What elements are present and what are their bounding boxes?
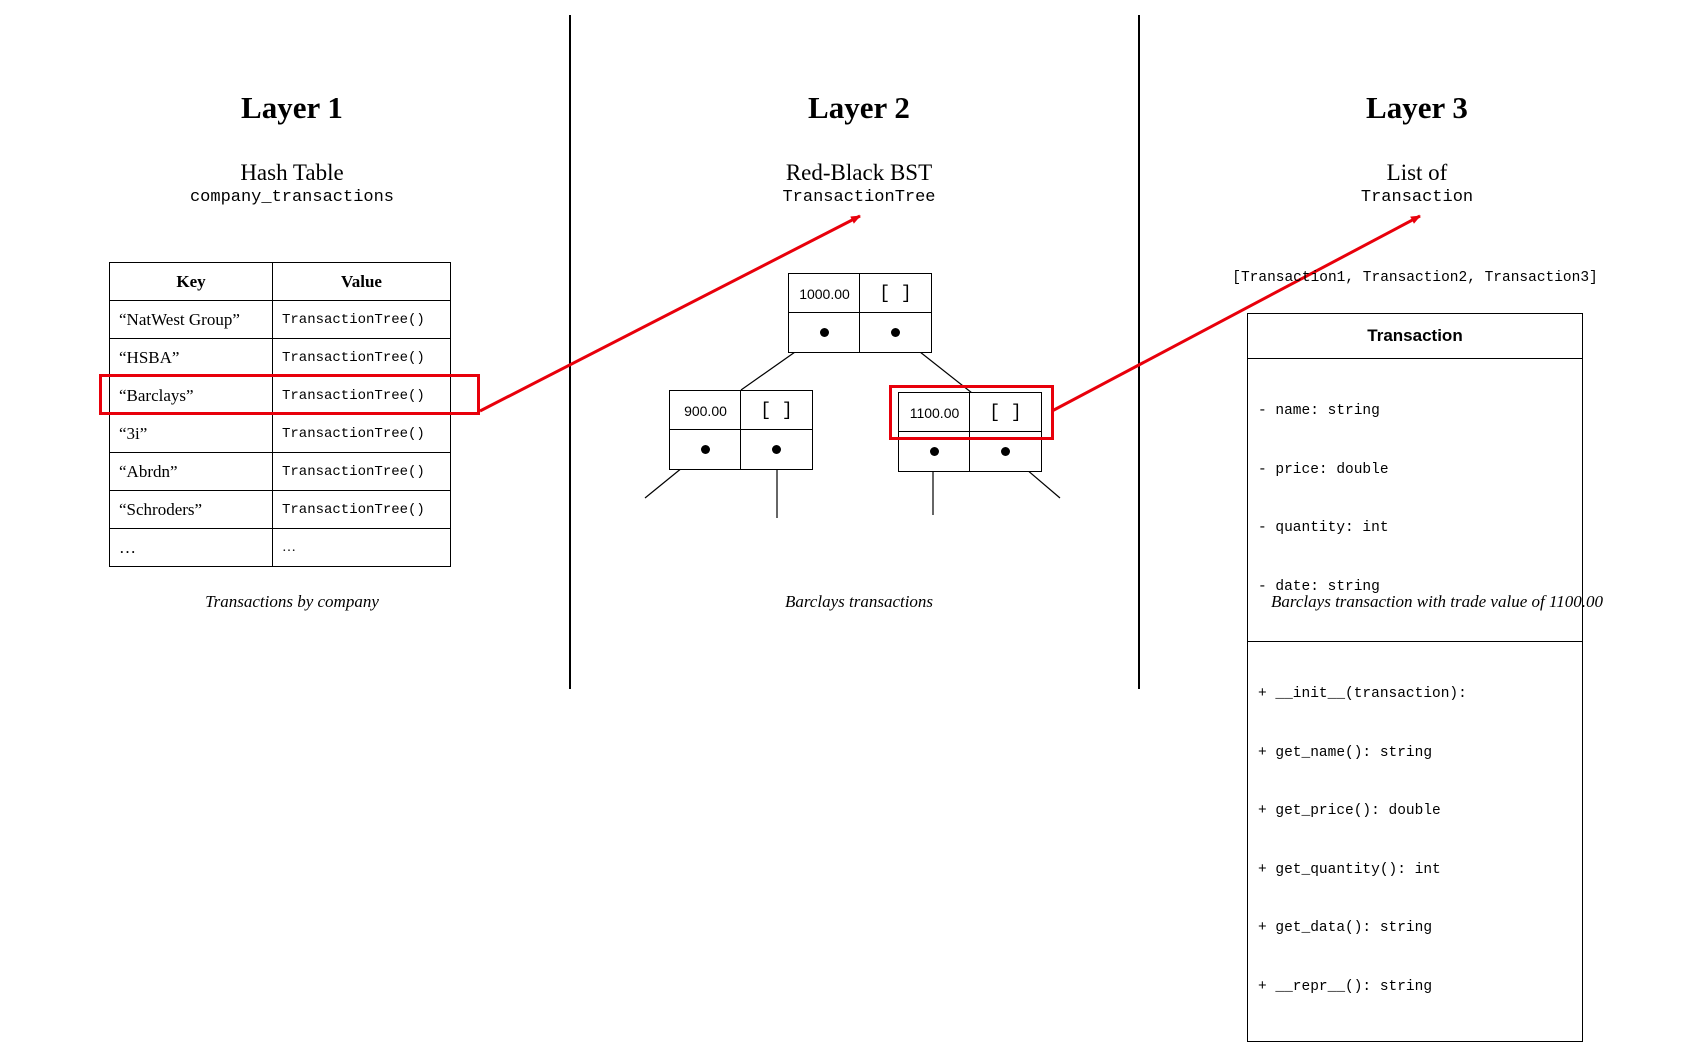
node-list: [ ]	[969, 392, 1042, 433]
row-key: “HSBA”	[109, 338, 273, 377]
layer3-code: Transaction	[1360, 188, 1474, 207]
method-item: + get_quantity(): int	[1258, 861, 1441, 878]
row-key: “Barclays”	[109, 376, 273, 415]
node-value: 900.00	[669, 390, 742, 431]
class-attributes: - name: string - price: double - quantit…	[1248, 359, 1582, 641]
attribute-item: - date: string	[1258, 578, 1380, 595]
value-header: Value	[272, 262, 451, 301]
layer2-title: Layer 2	[808, 90, 910, 125]
layer-divider-2	[1138, 15, 1140, 689]
pointer-dot	[701, 445, 710, 454]
method-item: + get_data(): string	[1258, 920, 1433, 936]
row-value: TransactionTree()	[272, 338, 451, 377]
table-row: “Schroders” TransactionTree()	[109, 490, 451, 529]
node-value: 1000.00	[788, 273, 861, 314]
table-row: … …	[109, 528, 451, 567]
right-pointer-cell	[740, 429, 813, 470]
node-list: [ ]	[859, 273, 932, 314]
attribute-item: - quantity: int	[1258, 520, 1389, 536]
layer1-title: Layer 1	[241, 90, 343, 125]
node-1100-highlight	[889, 385, 1054, 440]
layer2-caption: Barclays transactions	[784, 592, 934, 611]
row-key: “3i”	[109, 414, 273, 453]
pointer-dot	[891, 328, 900, 337]
row-value: TransactionTree()	[272, 452, 451, 491]
hash-table-header: Key Value	[109, 262, 451, 301]
transaction-class-box: Transaction - name: string - price: doub…	[1247, 313, 1583, 1042]
pointer-dot	[772, 445, 781, 454]
row-value: TransactionTree()	[272, 490, 451, 529]
pointer-dot	[820, 328, 829, 337]
table-row: “HSBA” TransactionTree()	[109, 338, 451, 377]
method-item: + get_price(): double	[1258, 803, 1441, 819]
layer3-caption: Barclays transaction with trade value of…	[1207, 592, 1667, 612]
row-value: TransactionTree()	[272, 376, 451, 415]
key-header: Key	[109, 262, 273, 301]
method-item: + __repr__(): string	[1258, 978, 1433, 995]
layer1-caption: Transactions by company	[205, 592, 379, 611]
row-value: …	[272, 528, 451, 567]
layer3-subtitle: List of	[1386, 160, 1448, 185]
hash-table: Key Value “NatWest Group” TransactionTre…	[109, 262, 451, 567]
row-key: “Schroders”	[109, 490, 273, 529]
layer2-subtitle: Red-Black BST	[785, 160, 933, 185]
layer-divider-1	[569, 15, 571, 689]
row-value: TransactionTree()	[272, 414, 451, 453]
tree-node-left: 900.00 [ ]	[669, 390, 813, 470]
layer1-code: company_transactions	[189, 188, 395, 207]
layer2-code: TransactionTree	[782, 188, 936, 207]
node-list: [ ]	[740, 390, 813, 431]
table-row: “3i” TransactionTree()	[109, 414, 451, 453]
arrow-layer2-to-layer3	[1051, 214, 1421, 413]
arrow-layer1-to-layer2	[479, 214, 861, 413]
table-row: “Abrdn” TransactionTree()	[109, 452, 451, 491]
pointer-dot	[930, 447, 939, 456]
transaction-list: [Transaction1, Transaction2, Transaction…	[1232, 270, 1598, 286]
attribute-item: - name: string	[1258, 403, 1380, 419]
left-pointer-cell	[788, 312, 861, 353]
barclays-row-highlight	[99, 374, 480, 415]
right-pointer-cell	[859, 312, 932, 353]
row-key: …	[109, 528, 273, 567]
connector-overlay	[479, 214, 1421, 518]
method-item: + __init__(transaction):	[1258, 686, 1467, 702]
layer3-caption-text: Barclays transaction with trade value of	[1271, 592, 1549, 611]
method-item: + get_name(): string	[1258, 744, 1433, 761]
layer3-caption-value: 1100.00	[1548, 592, 1603, 611]
tree-node-root: 1000.00 [ ]	[788, 273, 932, 353]
row-key: “Abrdn”	[109, 452, 273, 491]
class-methods: + __init__(transaction): + get_name(): s…	[1248, 641, 1582, 1041]
layer1-subtitle: Hash Table	[240, 160, 344, 185]
row-key: “NatWest Group”	[109, 300, 273, 339]
pointer-dot	[1001, 447, 1010, 456]
row-value: TransactionTree()	[272, 300, 451, 339]
layer3-title: Layer 3	[1366, 90, 1468, 125]
table-row: “NatWest Group” TransactionTree()	[109, 300, 451, 339]
table-row: “Barclays” TransactionTree()	[109, 376, 451, 415]
class-name: Transaction	[1248, 314, 1582, 359]
attribute-item: - price: double	[1258, 461, 1389, 478]
left-pointer-cell	[669, 429, 742, 470]
